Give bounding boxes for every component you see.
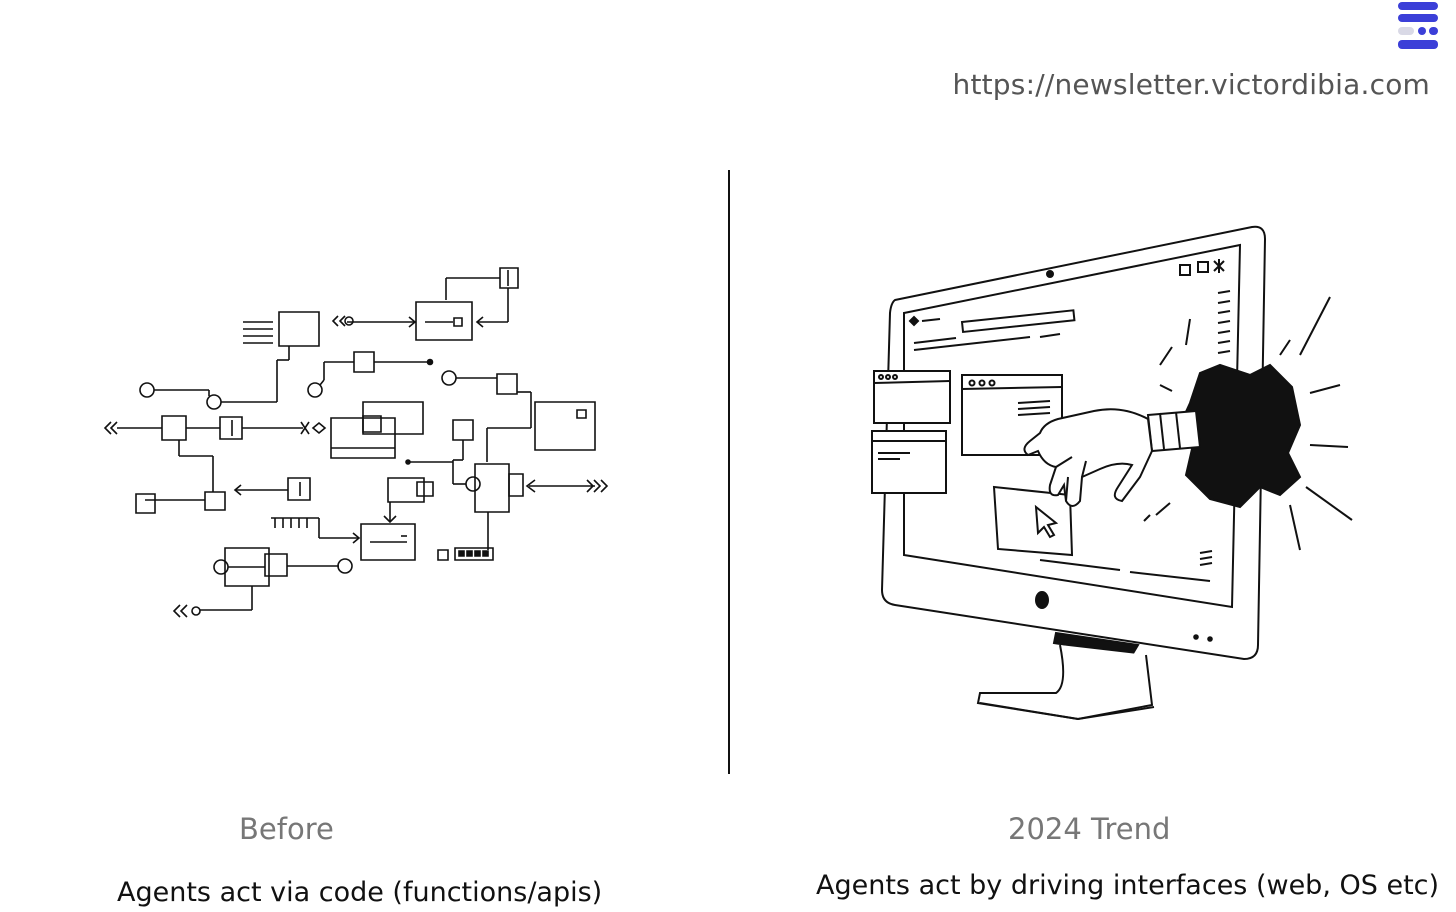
left-description: Agents act via code (functions/apis) xyxy=(117,877,603,908)
panel-divider xyxy=(728,170,730,774)
right-description: Agents act by driving interfaces (web, O… xyxy=(816,870,1440,901)
robot-hand-monitor-icon xyxy=(860,215,1360,735)
circuit-diagram-icon xyxy=(95,260,615,620)
newsletter-url[interactable]: https://newsletter.victordibia.com xyxy=(952,68,1430,101)
trend-label: 2024 Trend xyxy=(1008,812,1171,846)
before-label: Before xyxy=(239,812,334,846)
newsletter-logo-icon xyxy=(1395,0,1443,52)
